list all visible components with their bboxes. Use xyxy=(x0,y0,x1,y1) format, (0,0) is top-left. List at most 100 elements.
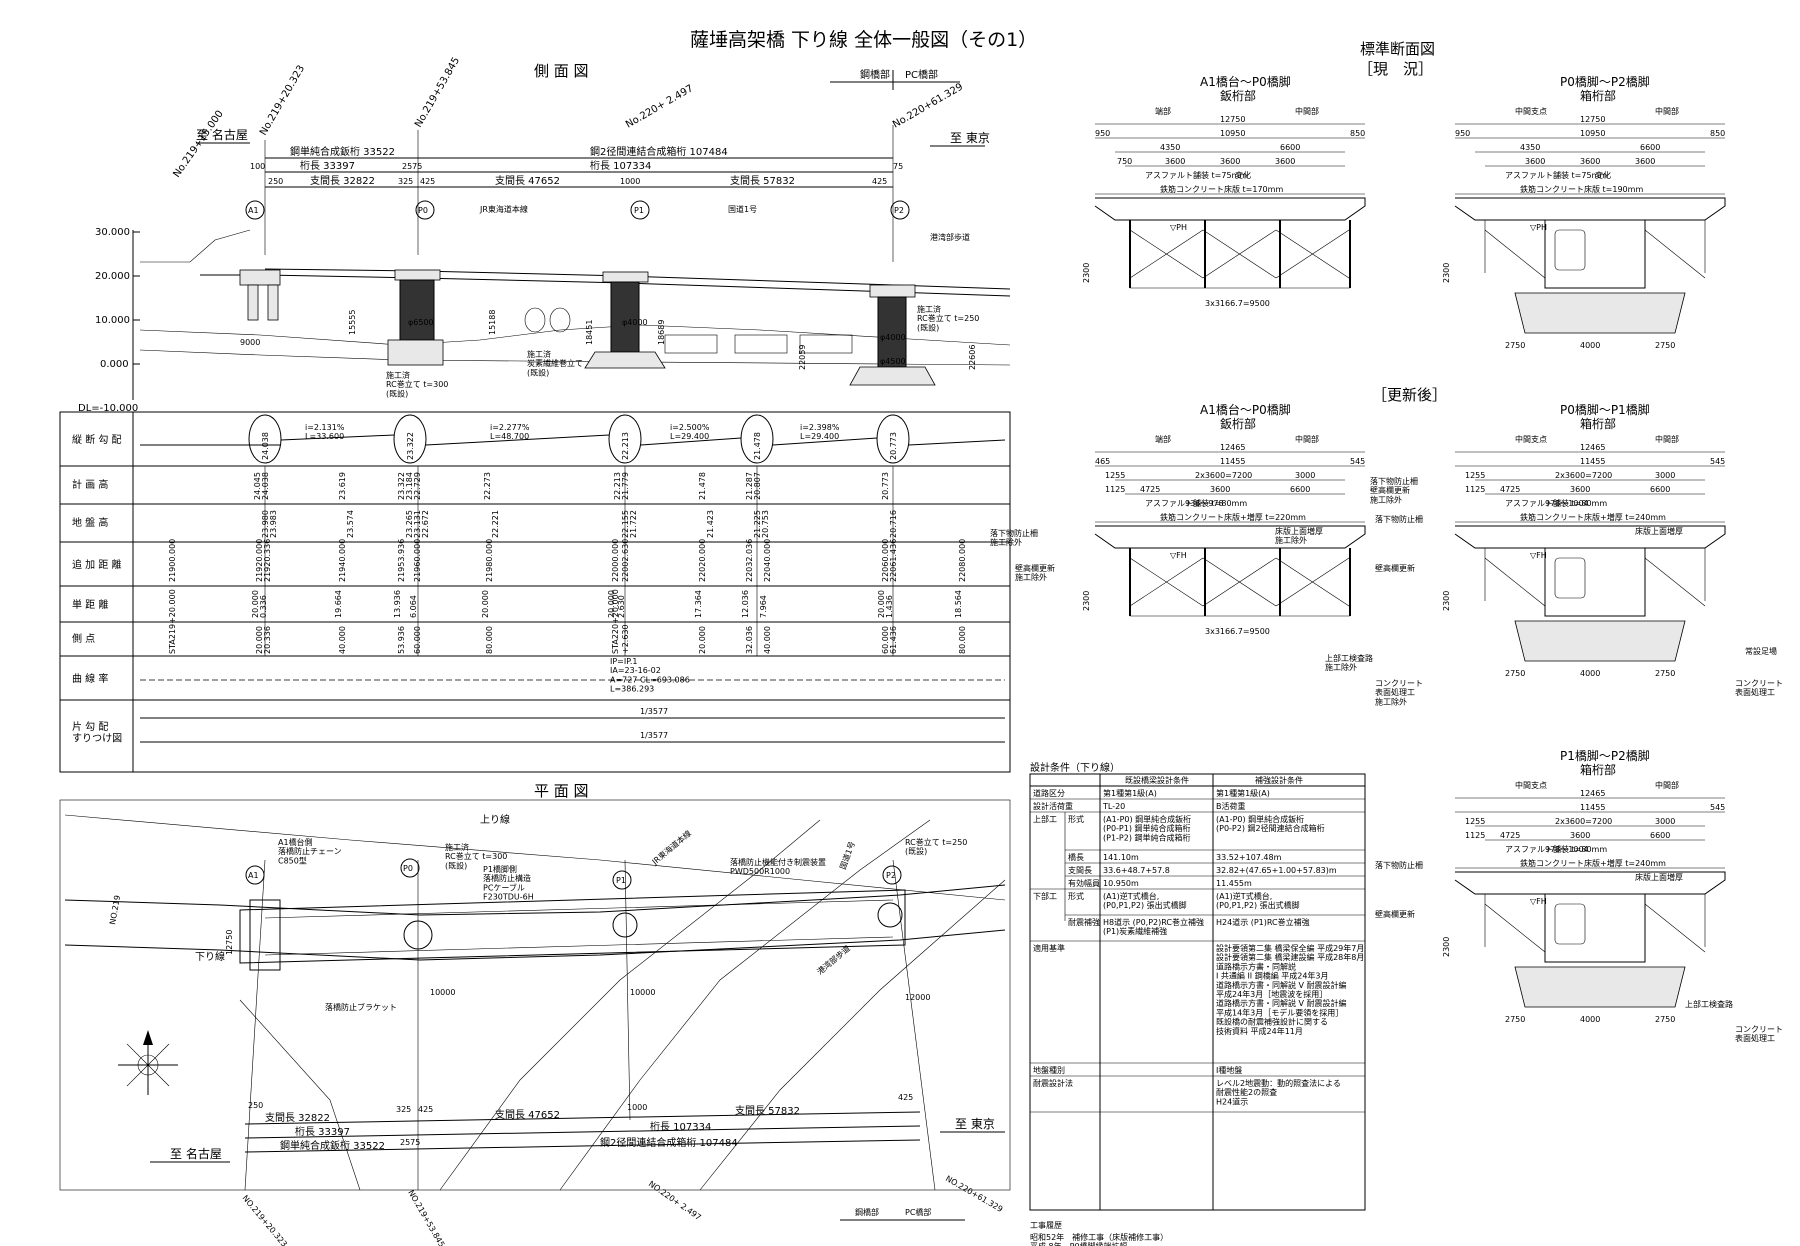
section-subtitle: 鈑桁部 xyxy=(1220,416,1256,431)
plan-height: 24.045 xyxy=(253,472,262,500)
row-label: 片 勾 配すりつけ図 xyxy=(72,720,122,745)
pier-height: 18689 xyxy=(657,320,666,345)
slab-note: 鉄筋コンクリート床版 t=190mm xyxy=(1520,184,1643,194)
section-dim: 545 xyxy=(1350,457,1365,466)
dim: 75 xyxy=(893,162,903,171)
section-dim: 1255 xyxy=(1465,817,1485,826)
section-dim: 978～1004 xyxy=(1545,499,1589,508)
section-side-label: 中間支点 xyxy=(1515,106,1547,116)
side-point: 80.000 xyxy=(485,626,494,654)
ground-height: 23.265 xyxy=(405,510,414,538)
elevation-scale: 30.000 20.000 10.000 0.000 DL=-10.000 xyxy=(78,227,140,414)
pier-dim: φ6500 xyxy=(408,318,434,327)
unit-distance: 19.664 xyxy=(334,590,343,618)
design-table-title: 設計条件（下り線） xyxy=(1030,761,1120,774)
elev-label: DL=-10.000 xyxy=(78,403,138,414)
plan-station: NO.219+53.845 xyxy=(406,1189,446,1246)
section-dim: 3600 xyxy=(1525,157,1545,166)
history-title: 工事履歴 xyxy=(1030,1220,1062,1230)
section-dim: 750 xyxy=(1117,157,1132,166)
section-dim: 3x3166.7=9500 xyxy=(1205,627,1270,636)
row-label: 計 画 高 xyxy=(72,478,108,491)
dc-key: 耐震設計法 xyxy=(1033,1078,1073,1088)
add-distance: 22061.436 xyxy=(889,539,898,582)
span-length3: 支間長 57832 xyxy=(730,175,795,187)
section-dim: 11455 xyxy=(1220,457,1245,466)
plan-height: 21.287 xyxy=(745,472,754,500)
section-dim: 850 xyxy=(1710,129,1725,138)
route1-label: 国道1号 xyxy=(728,204,757,214)
side-point: 40.000 xyxy=(763,626,772,654)
section-height: 2300 xyxy=(1442,591,1451,611)
section-dim: 11455 xyxy=(1580,803,1605,812)
side-point: STA220+20.000 xyxy=(611,589,620,654)
section-height: 2300 xyxy=(1082,591,1091,611)
unit-distance: 20.000 xyxy=(877,590,886,618)
add-distance: 21980.000 xyxy=(485,539,494,582)
section-dim: 2750 xyxy=(1505,1015,1525,1024)
section-dim: 10950 xyxy=(1580,129,1605,138)
dim: 1000 xyxy=(620,177,640,186)
side-point: 61.436 xyxy=(889,626,898,654)
ground-height: 22.155 xyxy=(621,510,630,538)
pier-label-p0: P0 xyxy=(418,206,428,215)
plan-height: 20.807 xyxy=(753,472,762,500)
section-dim: 2750 xyxy=(1505,341,1525,350)
section-title: P0橋脚～P1橋脚 xyxy=(1560,402,1650,417)
dc-reinforce: (A1)逆T式橋台,(P0,P1,P2) 張出式橋脚 xyxy=(1216,891,1300,910)
section-dim: 3600 xyxy=(1580,157,1600,166)
ground-height: 23.980 xyxy=(261,510,270,538)
section-dim: 4725 xyxy=(1500,485,1520,494)
dim: 2575 xyxy=(402,162,422,171)
section-dim: 6600 xyxy=(1280,143,1300,152)
row-label: 側 点 xyxy=(72,632,95,645)
add-distance: 21920.000 xyxy=(255,539,264,582)
dc-existing: 10.950m xyxy=(1103,879,1139,888)
no219-label: NO.219 xyxy=(108,894,122,925)
plan-height: 22.729 xyxy=(413,472,422,500)
plan-height: 23.322 xyxy=(397,472,406,500)
plan-jr-line: JR東海道本線 xyxy=(649,828,693,867)
station-label: No.219+15.000 xyxy=(171,109,225,180)
elev-label: 30.000 xyxy=(95,227,130,238)
plan-dim: 425 xyxy=(418,1105,433,1114)
section-dim: 3600 xyxy=(1165,157,1185,166)
span-length1: 支間長 32822 xyxy=(310,175,375,187)
jr-line-label: JR東海道本線 xyxy=(479,204,528,214)
pier-dim: φ4500 xyxy=(880,357,906,366)
plan-beam2: 桁長 107334 xyxy=(650,1120,711,1133)
section-dim: 2750 xyxy=(1655,669,1675,678)
section-side-label: 中間部 xyxy=(1655,106,1679,116)
unit-distance: 18.564 xyxy=(954,590,963,618)
elev-label: 10.000 xyxy=(95,315,130,326)
ph-mark: ▽FH xyxy=(1530,551,1547,560)
pier-height: 15188 xyxy=(488,310,497,335)
inspection-note: 上部工検査路 xyxy=(1685,999,1733,1009)
superelevation: 1/3577 xyxy=(640,707,668,716)
section-title: P0橋脚～P2橋脚 xyxy=(1560,74,1650,89)
section-dim: 2750 xyxy=(1655,1015,1675,1024)
dc-subkey: 有効幅員 xyxy=(1068,878,1100,888)
add-distance: 22002.630 xyxy=(621,539,630,582)
section-dim: 2x3600=7200 xyxy=(1555,471,1612,480)
section-heading: 標準断面図 xyxy=(1360,40,1435,58)
dim: 250 xyxy=(268,177,283,186)
dc-subkey: 形式 xyxy=(1068,814,1084,824)
dim: 425 xyxy=(420,177,435,186)
plan-to-tokyo: 至 東京 xyxy=(955,1117,995,1131)
row-label: 曲 線 率 xyxy=(72,672,108,685)
scaffold-note: 常設足場 xyxy=(1745,646,1777,656)
section-dim: 1255 xyxy=(1105,471,1125,480)
span-length2: 支間長 47652 xyxy=(495,175,560,187)
section-dim: 3600 xyxy=(1570,485,1590,494)
grade-text: i=2.500%L=29.400 xyxy=(670,423,710,441)
plan-beam1: 桁長 33397 xyxy=(295,1125,350,1138)
pier-dim: φ4000 xyxy=(622,318,648,327)
asphalt-note: アスファルト舗装 t=80mm xyxy=(1505,498,1607,508)
add-distance: 21940.000 xyxy=(338,539,347,582)
section-dim: 4350 xyxy=(1160,143,1180,152)
